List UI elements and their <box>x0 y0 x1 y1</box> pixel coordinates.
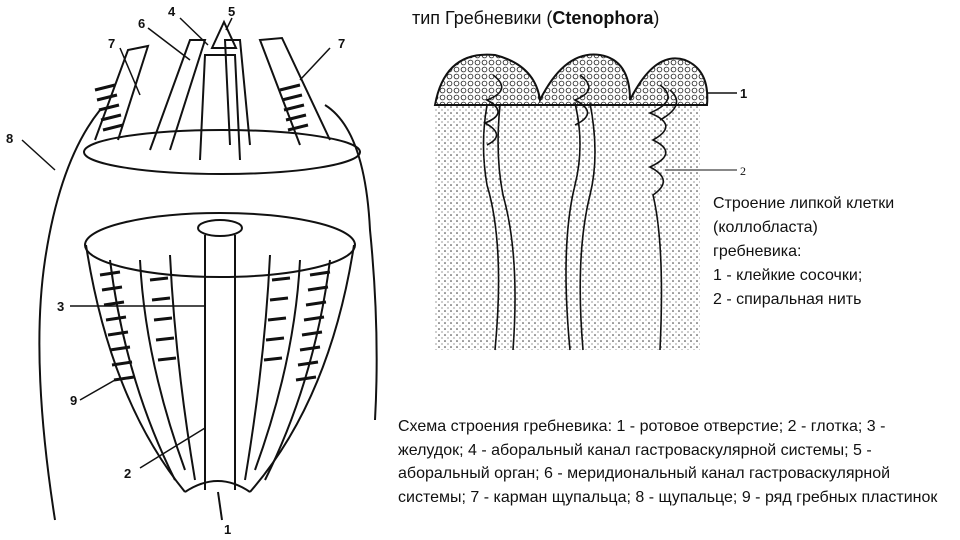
ctenophore-label-5: 5 <box>228 4 235 19</box>
ctenophore-label-8: 8 <box>6 131 13 146</box>
ctenophore-label-7-left: 7 <box>108 36 115 51</box>
colloblast-diagram: 1 2 <box>433 53 747 351</box>
ctenophore-caption: Схема строения гребневика: 1 - ротовое о… <box>398 418 938 506</box>
ctenophore-label-6: 6 <box>138 16 145 31</box>
colloblast-caption-line: (коллобласта) <box>713 219 818 236</box>
colloblast-caption-line: Строение липкой клетки <box>713 195 895 212</box>
colloblast-caption: Строение липкой клетки (коллобласта) гре… <box>713 192 953 312</box>
ctenophore-diagram: 1 2 3 4 5 6 7 7 8 9 <box>6 4 378 537</box>
page-title: тип Гребневики (Ctenophora) <box>412 8 660 28</box>
ctenophore-label-3: 3 <box>57 299 64 314</box>
ctenophore-label-2: 2 <box>124 466 131 481</box>
colloblast-caption-line: 2 - спиральная нить <box>713 291 862 308</box>
colloblast-caption-line: 1 - клейкие сосочки; <box>713 267 863 284</box>
ctenophore-label-9: 9 <box>70 393 77 408</box>
ctenophore-label-4: 4 <box>168 4 176 19</box>
colloblast-label-2: 2 <box>740 164 746 178</box>
colloblast-label-1: 1 <box>740 86 747 101</box>
ctenophore-label-1: 1 <box>224 522 231 537</box>
colloblast-caption-line: гребневика: <box>713 243 802 260</box>
ctenophore-label-7-right: 7 <box>338 36 345 51</box>
